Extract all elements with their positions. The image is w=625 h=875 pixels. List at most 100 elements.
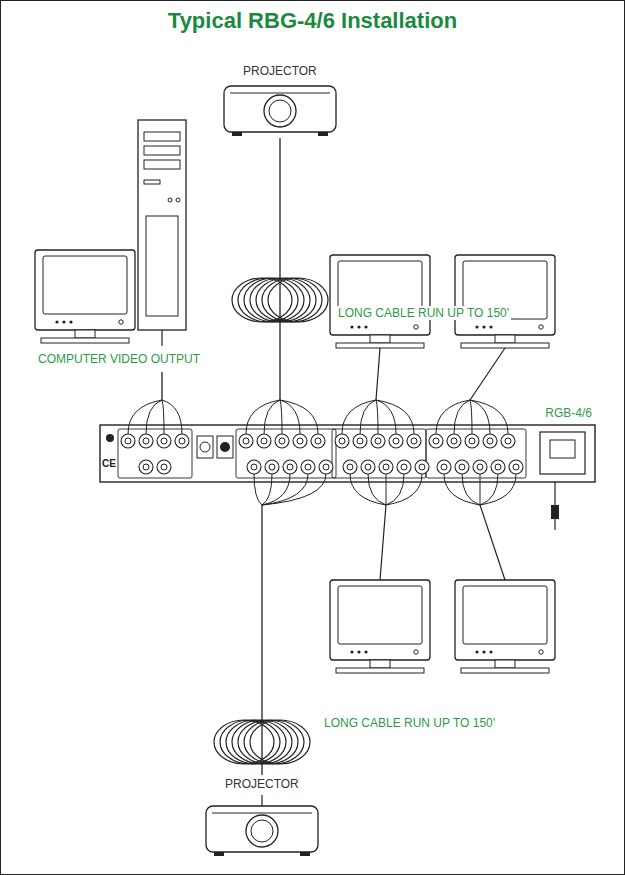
cable-fan bbox=[480, 474, 481, 505]
cable-fan bbox=[280, 400, 318, 434]
bnc-connector bbox=[275, 434, 289, 448]
cable-fan bbox=[480, 474, 516, 505]
bnc-connector bbox=[437, 460, 451, 474]
cable-fan bbox=[264, 400, 280, 434]
drive-bay bbox=[144, 132, 180, 141]
bnc-connector bbox=[513, 464, 519, 470]
cable-coil bbox=[256, 278, 316, 322]
control-knob bbox=[217, 436, 233, 458]
monitor-stand bbox=[495, 335, 515, 343]
cable-fan bbox=[262, 474, 272, 505]
monitor-button bbox=[357, 650, 360, 653]
bnc-connector bbox=[441, 464, 447, 470]
cable-fan bbox=[246, 400, 280, 434]
diagram-title: Typical RBG-4/6 Installation bbox=[0, 8, 625, 34]
bnc-connector bbox=[293, 434, 307, 448]
monitor-base bbox=[461, 668, 549, 673]
bnc-connector bbox=[279, 438, 285, 444]
bnc-connector bbox=[483, 434, 497, 448]
bnc-connector bbox=[371, 434, 385, 448]
bnc-connector bbox=[389, 434, 403, 448]
bnc-connector bbox=[251, 464, 257, 470]
monitor-cable bbox=[380, 505, 386, 580]
power-cord bbox=[554, 519, 555, 530]
bnc-connector bbox=[491, 460, 505, 474]
bnc-connector bbox=[257, 434, 271, 448]
monitor-button bbox=[475, 650, 478, 653]
cable-coil bbox=[268, 278, 328, 322]
cable-fan bbox=[470, 400, 472, 434]
bnc-connector bbox=[343, 460, 357, 474]
monitor-button bbox=[364, 325, 367, 328]
bnc-connector bbox=[139, 434, 153, 448]
bnc-connector bbox=[297, 438, 303, 444]
node-label: PROJECTOR bbox=[223, 777, 301, 791]
bnc-connector bbox=[139, 460, 153, 474]
bnc-connector bbox=[301, 460, 315, 474]
bnc-connector bbox=[261, 438, 267, 444]
projector-foot bbox=[214, 852, 224, 856]
bnc-connector bbox=[305, 464, 311, 470]
bnc-connector bbox=[161, 438, 167, 444]
video-cable bbox=[161, 372, 162, 400]
cable-coil bbox=[238, 720, 298, 764]
bnc-connector bbox=[473, 460, 487, 474]
bnc-connector bbox=[143, 464, 149, 470]
video-cable bbox=[261, 505, 262, 775]
connector-group bbox=[332, 429, 426, 478]
cable-fan bbox=[162, 400, 182, 434]
monitor-screen bbox=[463, 586, 547, 644]
cable-fan bbox=[386, 474, 404, 505]
node-label: RGB-4/6 bbox=[543, 406, 594, 420]
monitor-button bbox=[489, 325, 492, 328]
monitor-stand bbox=[370, 335, 390, 343]
cable-fan bbox=[262, 474, 326, 505]
monitor-frame bbox=[455, 580, 555, 660]
bnc-connector bbox=[239, 434, 253, 448]
monitor-cable bbox=[376, 348, 380, 400]
ground-screw bbox=[106, 434, 114, 442]
bnc-connector bbox=[383, 464, 389, 470]
bnc-connector bbox=[269, 464, 275, 470]
monitor-frame bbox=[330, 255, 430, 335]
bnc-connector bbox=[315, 438, 321, 444]
monitor-stand bbox=[75, 330, 95, 338]
monitor-button bbox=[489, 650, 492, 653]
monitor-button bbox=[414, 650, 418, 654]
bnc-connector bbox=[429, 434, 443, 448]
bnc-connector bbox=[157, 460, 171, 474]
power-plug bbox=[551, 505, 559, 519]
bnc-connector bbox=[361, 460, 375, 474]
monitor-base bbox=[461, 343, 549, 348]
bnc-connector bbox=[353, 434, 367, 448]
monitor-button bbox=[482, 325, 485, 328]
cable-fan bbox=[444, 474, 480, 505]
cable-fan bbox=[280, 400, 300, 434]
monitor-button bbox=[55, 320, 58, 323]
projector-ridge bbox=[230, 93, 330, 94]
cable-coil bbox=[244, 720, 304, 764]
projector-foot bbox=[300, 852, 310, 856]
bnc-connector bbox=[407, 434, 421, 448]
cable-note: LONG CABLE RUN UP TO 150' bbox=[322, 716, 497, 730]
bnc-connector bbox=[287, 464, 293, 470]
bnc-connector bbox=[447, 434, 461, 448]
monitor-button bbox=[357, 325, 360, 328]
cable-fan bbox=[128, 400, 162, 434]
cable-fan bbox=[470, 400, 490, 434]
bnc-connector bbox=[455, 460, 469, 474]
cable-fan bbox=[368, 474, 386, 505]
cable-fan bbox=[470, 400, 508, 434]
cable-fan bbox=[462, 474, 480, 505]
cable-fan bbox=[280, 400, 282, 434]
bnc-connector bbox=[339, 438, 345, 444]
bnc-connector bbox=[469, 438, 475, 444]
monitor-base bbox=[41, 338, 129, 343]
projector-lens bbox=[246, 815, 278, 847]
bnc-connector bbox=[243, 438, 249, 444]
bnc-connector bbox=[393, 438, 399, 444]
monitor-screen bbox=[43, 256, 127, 314]
